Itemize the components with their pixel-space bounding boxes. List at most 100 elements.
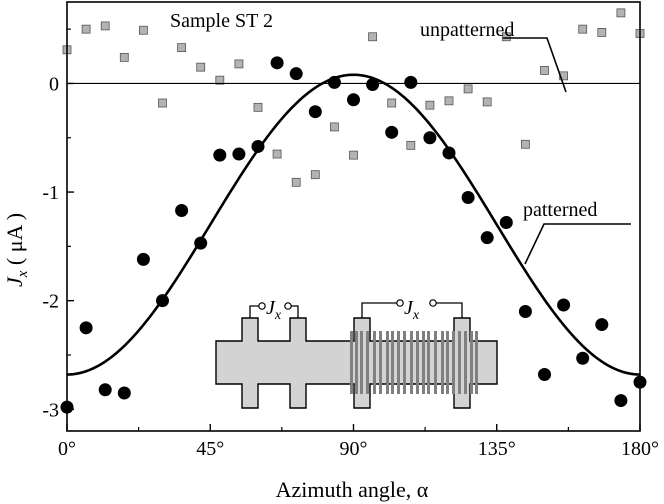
inset-stripe xyxy=(373,331,376,394)
device-inset: Jx Jx xyxy=(215,297,498,409)
inset-stripe xyxy=(441,331,444,394)
data-point-unpatterned xyxy=(196,62,206,72)
data-point-patterned xyxy=(442,146,456,160)
y-tick-label-2: -2 xyxy=(42,291,59,313)
data-point-patterned xyxy=(251,139,265,153)
inset-right-probe-wire-2 xyxy=(433,302,463,318)
inset-right-probe-sub: x xyxy=(412,308,420,323)
inset-right-probe-main: J xyxy=(404,297,414,319)
data-point-unpatterned xyxy=(521,139,530,149)
y-axis-label-sub: x xyxy=(15,270,31,278)
inset-stripe xyxy=(434,331,437,394)
data-point-patterned xyxy=(595,318,609,332)
data-point-patterned xyxy=(499,215,513,229)
series-unpatterned xyxy=(62,8,645,187)
inset-left-probe-label: Jx xyxy=(266,297,282,323)
inset-stripe xyxy=(416,331,419,394)
data-point-unpatterned xyxy=(138,25,148,35)
inset-left-probe-sub: x xyxy=(274,308,282,323)
data-point-patterned xyxy=(136,252,150,266)
data-point-unpatterned xyxy=(368,32,378,42)
data-point-patterned xyxy=(232,147,246,161)
x-tick-label-4: 180° xyxy=(621,438,659,460)
data-point-unpatterned xyxy=(349,150,358,160)
inset-left-probe-terminal xyxy=(258,302,266,310)
inset-stripe xyxy=(475,331,478,394)
data-point-patterned xyxy=(156,294,169,308)
data-point-patterned xyxy=(614,394,628,408)
series-patterned xyxy=(60,56,647,414)
data-point-patterned xyxy=(98,383,112,397)
inset-stripe xyxy=(366,331,369,394)
data-point-unpatterned xyxy=(616,8,626,18)
data-point-unpatterned xyxy=(177,43,187,53)
inset-stripe xyxy=(360,331,363,394)
inset-left-probe-wire xyxy=(249,305,262,318)
data-point-unpatterned xyxy=(119,52,129,62)
data-point-patterned xyxy=(194,236,208,250)
data-point-unpatterned xyxy=(444,96,454,106)
x-tick-label-3: 135° xyxy=(478,438,516,460)
y-axis-label: Jx ( μA ) xyxy=(2,213,31,287)
patterned-label: patterned xyxy=(523,199,597,221)
data-point-patterned xyxy=(423,131,437,145)
y-tick-label-1: -1 xyxy=(42,182,59,204)
data-point-patterned xyxy=(461,190,475,204)
inset-stripe xyxy=(458,331,461,394)
data-point-patterned xyxy=(327,75,341,89)
inset-stripe xyxy=(470,331,473,394)
data-point-patterned xyxy=(518,305,532,319)
data-point-patterned xyxy=(404,75,418,89)
inset-left-probe-main: J xyxy=(266,297,276,319)
data-point-patterned xyxy=(576,351,590,365)
inset-stripe xyxy=(391,331,394,394)
inset-right-probe-wire xyxy=(361,302,400,318)
inset-stripe xyxy=(427,331,430,394)
data-point-patterned xyxy=(117,386,131,400)
data-point-patterned xyxy=(308,105,322,119)
inset-right-probe-terminal xyxy=(396,299,404,307)
data-point-unpatterned xyxy=(597,28,607,37)
data-point-patterned xyxy=(347,93,360,107)
data-point-unpatterned xyxy=(329,122,339,132)
unpatterned-label: unpatterned xyxy=(420,19,514,41)
inset-left-probe-terminal-2 xyxy=(284,302,292,310)
sample-label: Sample ST 2 xyxy=(170,10,273,32)
data-point-unpatterned xyxy=(272,149,282,159)
data-point-unpatterned xyxy=(81,24,91,34)
y-axis-label-unit: ( μA ) xyxy=(2,213,27,271)
data-point-patterned xyxy=(213,148,227,162)
tick-layer: 0°45°90°135°180°0-1-2-3 xyxy=(42,28,659,460)
patterned-leader-line xyxy=(524,223,631,265)
data-point-unpatterned xyxy=(158,98,167,108)
inset-pattern-stripes xyxy=(350,331,478,394)
data-point-unpatterned xyxy=(406,140,416,150)
x-tick-label-0: 0° xyxy=(58,438,76,460)
inset-right-probe-terminal-2 xyxy=(429,299,437,307)
inset-stripe xyxy=(386,331,389,394)
inset-stripe xyxy=(410,331,413,394)
data-point-patterned xyxy=(480,231,494,245)
x-axis-label: Azimuth angle, α xyxy=(276,477,429,502)
data-point-unpatterned xyxy=(100,21,110,31)
inset-stripe xyxy=(379,331,382,394)
data-point-patterned xyxy=(289,67,303,81)
data-point-unpatterned xyxy=(578,24,588,34)
data-point-unpatterned xyxy=(291,177,301,187)
data-point-unpatterned xyxy=(310,170,320,180)
data-point-unpatterned xyxy=(215,75,225,85)
data-point-unpatterned xyxy=(253,102,263,112)
inset-right-probe-label: Jx xyxy=(404,297,420,323)
inset-stripe xyxy=(350,331,353,394)
data-point-patterned xyxy=(538,368,551,382)
inset-stripe xyxy=(446,331,449,394)
y-axis-label-main: J xyxy=(2,276,27,287)
unpatterned-leader-line xyxy=(503,37,567,93)
data-point-unpatterned xyxy=(425,100,435,110)
inset-stripe xyxy=(355,331,358,394)
inset-stripe xyxy=(397,331,400,394)
y-tick-label-3: -3 xyxy=(42,399,59,421)
y-tick-label-0: 0 xyxy=(49,73,59,95)
x-tick-label-1: 45° xyxy=(196,438,224,460)
